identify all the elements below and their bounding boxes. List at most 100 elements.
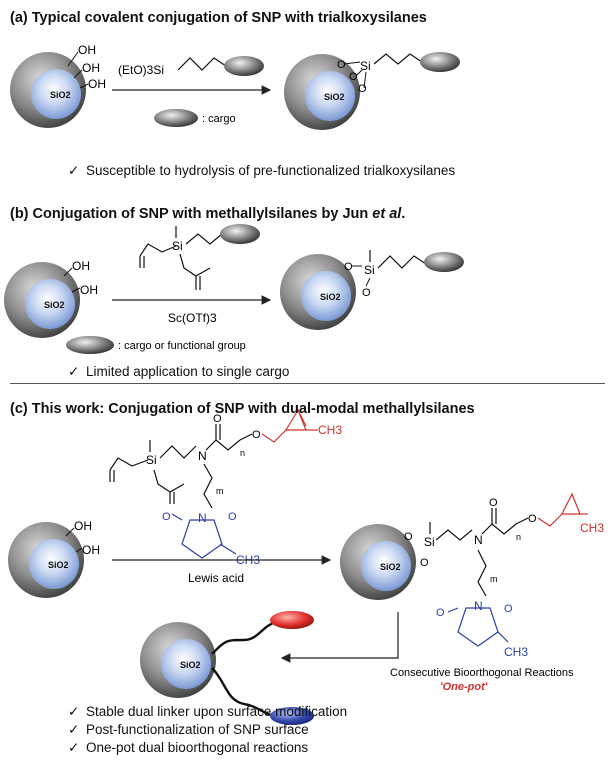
- oxygen-label: O: [504, 603, 513, 615]
- repeat-n-label: n: [516, 532, 521, 542]
- oxygen-label: O: [252, 429, 261, 441]
- oxygen-label: O: [404, 531, 413, 543]
- methyl-label: CH3: [504, 645, 528, 659]
- silica-nanoparticle: SiO2: [340, 524, 416, 600]
- cargo-ellipse: [224, 56, 264, 76]
- bullet-text: Limited application to single cargo: [86, 364, 290, 379]
- section-c-heading: (c) This work: Conjugation of SNP with d…: [10, 401, 475, 417]
- oxygen-label: O: [349, 71, 358, 83]
- cargo-ellipse: [220, 224, 260, 244]
- sio2-label: SiO2: [44, 300, 65, 310]
- cargo-legend-label: : cargo: [202, 113, 236, 125]
- nitrogen-label: N: [198, 449, 207, 463]
- cargo-ellipse: [420, 52, 460, 72]
- nitrogen-label: N: [474, 599, 483, 613]
- silicon-label: Si: [364, 263, 375, 277]
- repeat-m-label: m: [216, 486, 224, 496]
- section-b-heading: (b) Conjugation of SNP with methallylsil…: [10, 206, 405, 222]
- oxygen-label: O: [228, 511, 237, 523]
- repeat-m-label: m: [490, 574, 498, 584]
- heading-italic: et al: [372, 206, 402, 222]
- silicon-label: Si: [424, 535, 435, 549]
- section-a-scheme: SiO2 OH OH OH (EtO)3Si : cargo SiO2 O O …: [10, 43, 460, 130]
- blue-cargo-ellipse: [270, 707, 314, 725]
- silicon-label: Si: [360, 59, 371, 73]
- silica-nanoparticle: SiO2: [280, 254, 356, 330]
- hydroxyl-label: OH: [82, 61, 100, 75]
- hydroxyl-label: OH: [72, 259, 90, 273]
- trialkoxysilane-reagent: (EtO)3Si: [118, 63, 164, 77]
- oxygen-label: O: [213, 413, 222, 425]
- red-cargo-ellipse: [270, 611, 314, 629]
- check-icon: ✓: [68, 163, 80, 178]
- bullet-text: One-pot dual bioorthogonal reactions: [86, 740, 309, 755]
- bullet-text: Post-functionalization of SNP surface: [86, 722, 309, 737]
- sio2-label: SiO2: [180, 660, 201, 670]
- section-c-bullet: ✓ One-pot dual bioorthogonal reactions: [68, 740, 308, 756]
- catalyst-label: Sc(OTf)3: [168, 311, 217, 325]
- oxygen-label: O: [358, 83, 367, 95]
- silica-nanoparticle: SiO2: [284, 54, 360, 130]
- check-icon: ✓: [68, 704, 80, 719]
- nitrogen-label: N: [474, 533, 483, 547]
- heading-text: (b) Conjugation of SNP with methallylsil…: [10, 206, 373, 222]
- reaction-arrow: [280, 612, 399, 663]
- cargo-legend-ellipse: [66, 336, 114, 354]
- oxygen-label: O: [436, 607, 445, 619]
- check-icon: ✓: [68, 722, 80, 737]
- cargo-ellipse: [424, 252, 464, 272]
- section-divider: [10, 383, 605, 384]
- heading-suffix: .: [401, 206, 406, 222]
- nitrogen-label: N: [198, 511, 207, 525]
- one-pot-label: 'One-pot': [440, 681, 488, 693]
- cargo-legend-label: : cargo or functional group: [118, 340, 246, 352]
- hydroxyl-label: OH: [88, 77, 106, 91]
- methyl-label: CH3: [580, 521, 604, 535]
- bullet-text: Stable dual linker upon surface modifica…: [86, 704, 348, 719]
- maleimide-group: N O O CH3: [162, 511, 260, 567]
- oxygen-label: O: [420, 557, 429, 569]
- section-b-scheme: SiO2 OH OH Si Sc(OTf)3 : cargo or functi…: [4, 224, 464, 354]
- sio2-label: SiO2: [324, 92, 345, 102]
- cyclopropene-ring: [561, 492, 581, 515]
- hydroxyl-label: OH: [74, 519, 92, 533]
- silica-nanoparticle: SiO2: [4, 262, 80, 338]
- section-c-bullet: ✓ Stable dual linker upon surface modific…: [68, 704, 347, 720]
- cargo-legend-ellipse: [154, 109, 198, 127]
- oxygen-label: O: [162, 511, 171, 523]
- oxygen-label: O: [489, 497, 498, 509]
- sio2-label: SiO2: [48, 560, 69, 570]
- hydroxyl-label: OH: [80, 283, 98, 297]
- check-icon: ✓: [68, 364, 80, 379]
- section-b-bullet: ✓ Limited application to single cargo: [68, 364, 289, 380]
- check-icon: ✓: [68, 740, 80, 755]
- oxygen-label: O: [344, 261, 353, 273]
- methyl-label: CH3: [318, 423, 342, 437]
- silicon-label: Si: [172, 239, 183, 253]
- dual-modal-methallylsilane: Si N O n O CH3 m N: [109, 408, 342, 567]
- oxygen-label: O: [528, 513, 537, 525]
- silicon-label: Si: [146, 453, 157, 467]
- section-c-bullet: ✓ Post-functionalization of SNP surface: [68, 722, 309, 738]
- repeat-n-label: n: [240, 448, 245, 458]
- catalyst-label: Lewis acid: [188, 571, 244, 585]
- hydroxyl-label: OH: [78, 43, 96, 57]
- oxygen-label: O: [337, 59, 346, 71]
- section-a-heading: (a) Typical covalent conjugation of SNP …: [10, 10, 427, 26]
- silica-nanoparticle: SiO2: [8, 522, 84, 598]
- bullet-text: Susceptible to hydrolysis of pre-functio…: [86, 163, 456, 178]
- consecutive-reactions-label: Consecutive Bioorthogonal Reactions: [390, 667, 574, 679]
- silica-nanoparticle: SiO2: [10, 52, 86, 128]
- sio2-label: SiO2: [50, 90, 71, 100]
- maleimide-group: N O O CH3: [436, 599, 528, 659]
- cyclopropene-ring: [284, 408, 307, 431]
- methallylsilane-reagent: Si: [139, 224, 260, 290]
- section-a-bullet: ✓ Susceptible to hydrolysis of pre-functi…: [68, 163, 455, 179]
- sio2-label: SiO2: [380, 562, 401, 572]
- oxygen-label: O: [362, 287, 371, 299]
- hydroxyl-label: OH: [82, 543, 100, 557]
- silica-nanoparticle: SiO2: [140, 622, 216, 698]
- sio2-label: SiO2: [320, 292, 341, 302]
- section-c-scheme: Si N O n O CH3 m N: [8, 408, 604, 725]
